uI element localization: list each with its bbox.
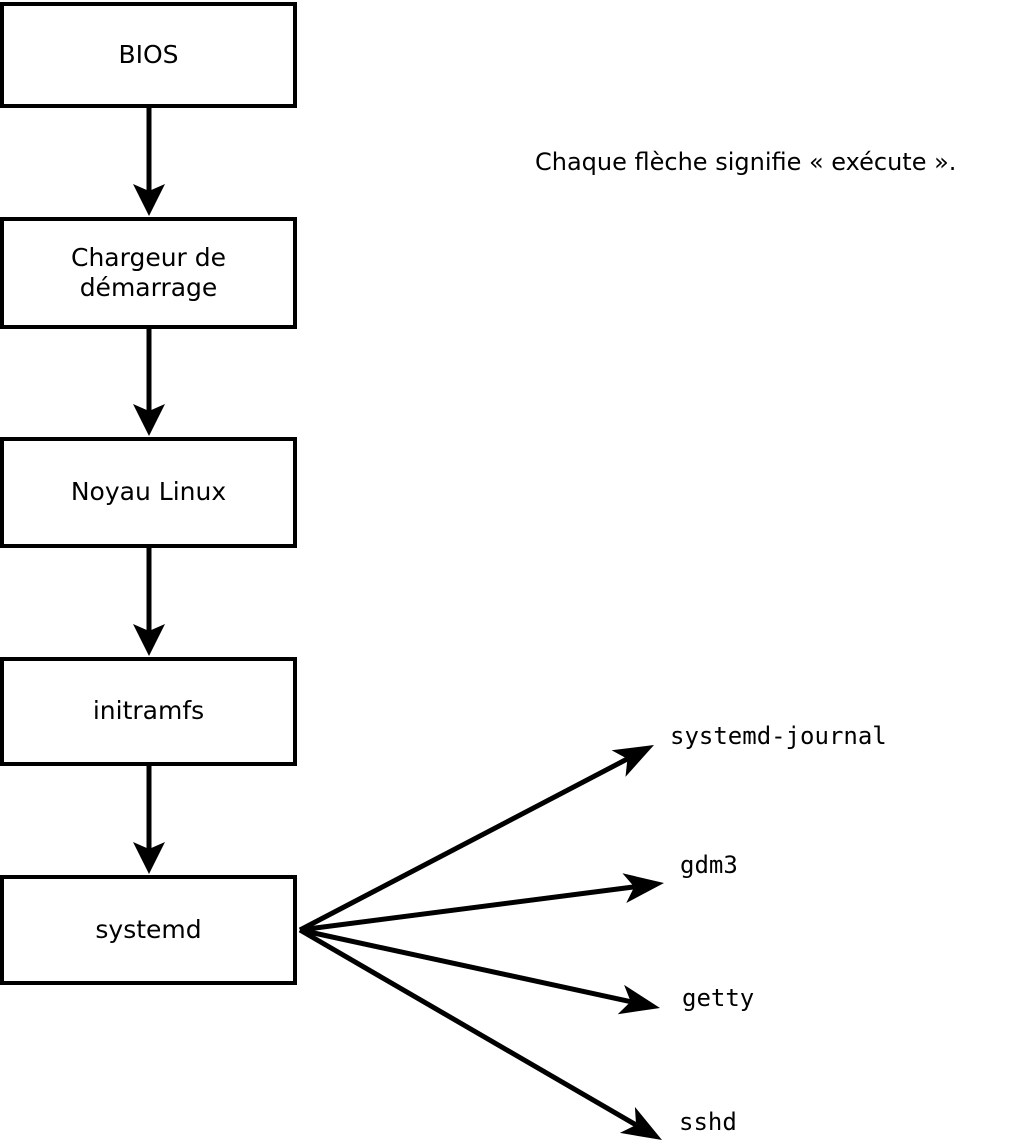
process-box-bootloader: Chargeur de démarrage bbox=[0, 217, 297, 329]
process-box-bios: BIOS bbox=[0, 2, 297, 108]
service-label-systemd-journal: systemd-journal bbox=[670, 722, 887, 751]
caption-note: Chaque flèche signifie « exécute ». bbox=[535, 147, 957, 176]
process-box-initramfs: initramfs bbox=[0, 657, 297, 766]
arrow-kernel-to-initramfs bbox=[133, 548, 165, 656]
process-box-label: BIOS bbox=[118, 39, 179, 69]
arrowhead bbox=[133, 184, 165, 216]
vertical-arrows-group bbox=[133, 108, 165, 874]
process-box-label: systemd bbox=[95, 914, 202, 944]
arrowhead bbox=[611, 745, 654, 777]
process-box-kernel: Noyau Linux bbox=[0, 437, 297, 548]
service-label-gdm3: gdm3 bbox=[680, 851, 738, 880]
arrow-systemd-to-sshd bbox=[298, 927, 662, 1140]
arrowhead bbox=[133, 404, 165, 436]
arrow-systemd-to-getty bbox=[299, 927, 660, 1015]
arrow-bios-to-bootloader bbox=[133, 108, 165, 216]
arrowhead bbox=[617, 984, 660, 1015]
arrowhead bbox=[622, 873, 664, 903]
service-label-sshd: sshd bbox=[679, 1108, 737, 1137]
arrow-bootloader-to-kernel bbox=[133, 329, 165, 436]
process-box-systemd: systemd bbox=[0, 875, 297, 985]
arrowhead bbox=[133, 842, 165, 874]
arrow-systemd-to-systemd-journal bbox=[298, 745, 654, 933]
process-box-label: Noyau Linux bbox=[70, 477, 227, 507]
arrow-systemd-to-gdm3 bbox=[299, 873, 664, 933]
process-box-label: initramfs bbox=[92, 696, 205, 726]
arrowhead bbox=[133, 624, 165, 656]
process-box-label: Chargeur de démarrage bbox=[70, 242, 227, 303]
arrowhead bbox=[619, 1106, 662, 1140]
service-label-getty: getty bbox=[682, 984, 755, 1013]
arrow-initramfs-to-systemd bbox=[133, 766, 165, 874]
fanout-arrows-group bbox=[298, 745, 664, 1140]
